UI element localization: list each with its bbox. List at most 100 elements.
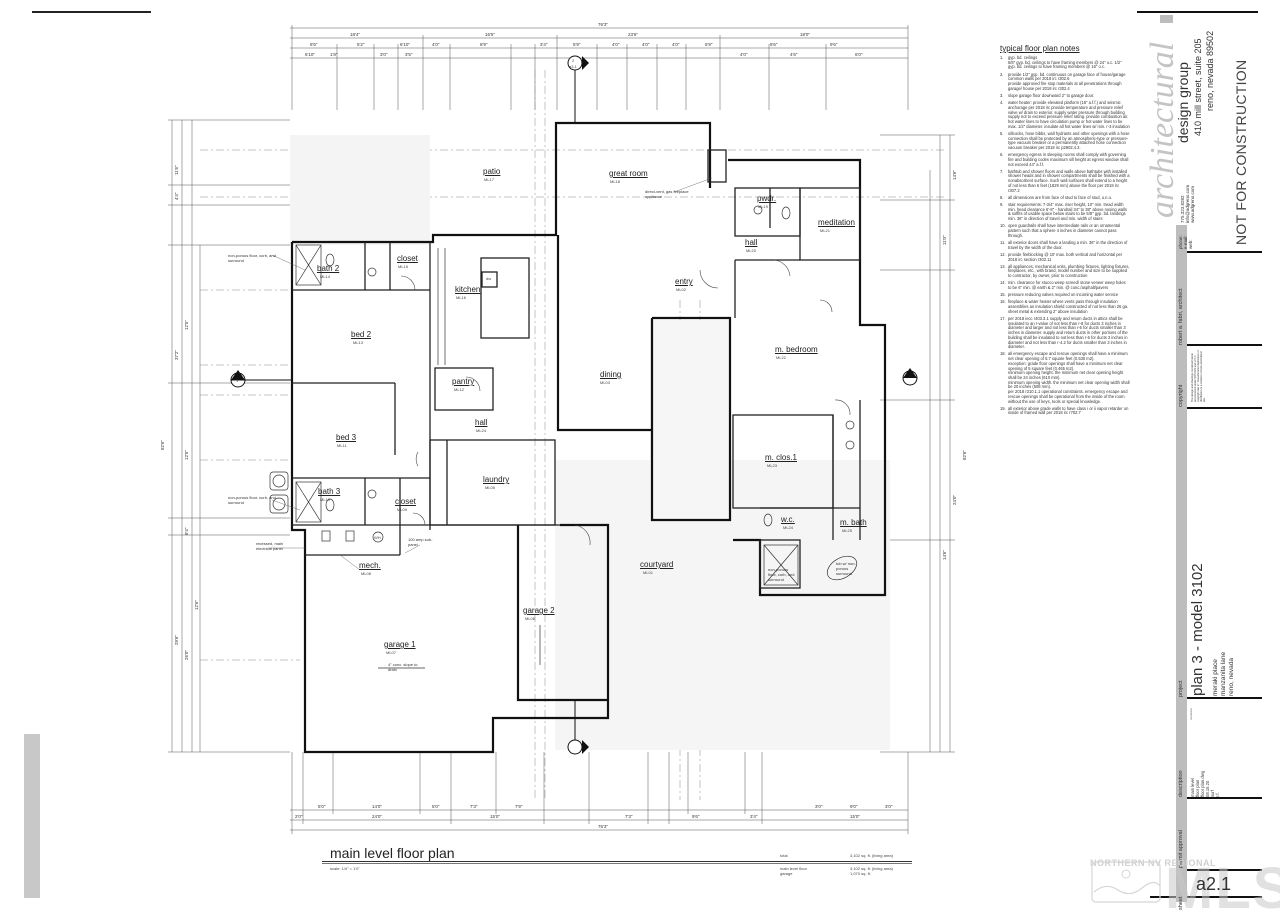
patio-hatch (290, 135, 430, 245)
sheet-number: a2.1 (1196, 874, 1232, 894)
room-code: ML06 (525, 616, 536, 621)
room-code: ML20 (746, 248, 757, 253)
right-overall-dim: 82'6" (962, 450, 967, 460)
gallery-hatch (650, 320, 730, 520)
room-code: ML21 (820, 228, 831, 233)
area-total-value: 3,102 sq. ft. (living area) (850, 853, 893, 858)
note-number: 11. (1000, 239, 1006, 245)
room-code: ML24 (783, 525, 794, 530)
bottom-dim-r2-2: 24'0" (372, 814, 382, 819)
fireplace-callout: direct-vent, gas fireplace appliance (645, 189, 689, 199)
contact-web[interactable]: www.adgreno.com (1190, 185, 1195, 223)
title-underline-2 (322, 863, 912, 864)
room-code: ML02 (676, 287, 687, 292)
top-dim-1: 18'4" (350, 32, 360, 37)
title-underline (322, 861, 912, 862)
note-text: min. clearance for stucco weep screed/ s… (1008, 280, 1126, 291)
note-number: 10. (1000, 223, 1006, 229)
left-dim-5: 12'5" (184, 320, 189, 330)
left-dimension-lines (168, 119, 290, 753)
title-block-rules (1137, 11, 1262, 898)
note-number: 12. (1000, 251, 1006, 257)
room-code: ML24 (476, 428, 487, 433)
title-block-top-tab (1160, 15, 1173, 23)
left-dim-8: 26'0" (184, 650, 189, 660)
left-dim-2: 4'4" (174, 192, 179, 200)
note-item: 6.emergency egress in sleeping rooms sha… (1000, 152, 1130, 167)
room-code: ML17 (484, 177, 495, 182)
room-code: ML19 (758, 204, 769, 209)
callout-leaders (268, 177, 713, 571)
room-patio: patio (483, 167, 501, 176)
exterior-walls (290, 121, 887, 754)
left-dim-7: 8'4" (184, 527, 189, 535)
overall-width-dim: 76'3" (598, 22, 608, 27)
note-number: 14. (1000, 280, 1006, 286)
left-dim-9: 12'6" (194, 600, 199, 610)
top-dim-r2-3: 6'10" (400, 42, 410, 47)
room-m-clos-1: m. clos.1 (765, 453, 798, 462)
room-entry: entry (675, 277, 693, 286)
bottom-overall-dim: 76'3" (598, 824, 608, 829)
top-dim-r2-6: 3'4" (540, 42, 548, 47)
bottom-dim-2: 14'0" (372, 804, 382, 809)
fixtures (269, 205, 858, 669)
top-dim-r3-5: 4'0" (740, 52, 748, 57)
room-closet-2: closet (395, 497, 416, 506)
firm-address-1: 410 mill street, suite 205 (1193, 38, 1203, 136)
room-code: ML10 (320, 497, 331, 502)
door-swings (400, 259, 851, 546)
architect-name: robert a. fabri, architect (1178, 288, 1184, 345)
project-title: plan 3 - model 3102 (1189, 563, 1206, 696)
slope-callout-1: 4" conc. slope to drain (388, 662, 418, 672)
room-meditation: meditation (818, 218, 855, 227)
top-dim-r2-7: 5'9" (573, 42, 581, 47)
note-item: 10.open guardrails shall have intermedia… (1000, 223, 1130, 238)
top-dim-r3-1: 6'10" (305, 52, 315, 57)
note-text: slope garage floor downward 2" to garage… (1008, 92, 1095, 98)
note-item: 5.sillcocks, hose bibbs, wall hydrants a… (1000, 131, 1130, 151)
top-dim-r2-1: 8'6" (310, 42, 318, 47)
interior-walls (292, 149, 861, 589)
left-margin-bar (24, 734, 40, 898)
project-label: project (1178, 680, 1184, 697)
note-text: provide 1/2" gyp. bd. continuous on gara… (1008, 71, 1126, 91)
drawing-scale: scale: 1/4" = 1'0" (330, 866, 360, 871)
top-dim-r2-13: 9'6" (830, 42, 838, 47)
top-dim-3: 23'6" (628, 32, 638, 37)
top-dim-r2-11: 5'9" (705, 42, 713, 47)
description-line-6: r.f. (1215, 792, 1220, 797)
area-main-label: main level floor (780, 866, 807, 871)
note-text: bathtub and shower floors and walls abov… (1008, 168, 1130, 193)
bottom-dim-7: 9'0" (850, 804, 858, 809)
room-bath-2: bath 2 (317, 264, 340, 273)
notes-title: typical floor plan notes (1000, 44, 1080, 53)
note-text: emergency egress in sleeping rooms shall… (1008, 152, 1129, 167)
right-dim-2: 11'0" (942, 235, 947, 245)
note-text: per 2018 iecc r403.3.1 supply and return… (1008, 316, 1128, 350)
note-number: 13. (1000, 263, 1006, 269)
top-dim-r3-3: 3'0" (380, 52, 388, 57)
water-heater-label: WH (374, 535, 381, 540)
room-code: ML16 (456, 295, 467, 300)
top-dim-r2-10: 4'0" (672, 42, 680, 47)
room-kitchen: kitchen (455, 285, 481, 294)
copyright-label: copyright (1178, 384, 1184, 407)
note-text: all exterior doors shall have a landing … (1008, 239, 1128, 250)
left-dim-1: 11'6" (174, 165, 179, 175)
note-item: 9.stair requirements: 7-3/4" max. riser … (1000, 202, 1130, 222)
note-number: 8. (1000, 194, 1004, 200)
area-total-label: total (780, 853, 788, 858)
room-code: ML03 (600, 380, 611, 385)
room-hall-2: hall (475, 418, 488, 427)
room-code: ML07 (386, 650, 397, 655)
room-code: ML14 (320, 274, 331, 279)
note-number: 3. (1000, 92, 1004, 98)
note-item: 17.per 2018 iecc r403.3.1 supply and ret… (1000, 316, 1130, 350)
bottom-dim-1: 5'0" (318, 804, 326, 809)
nonporous-callout-2: non-porous floor, curb, and surround (228, 495, 276, 505)
top-dim-r2-2: 5'2" (357, 42, 365, 47)
room-courtyard: courtyard (640, 560, 674, 569)
room-mech: mech. (359, 561, 381, 570)
note-item: 12.provide fireblocking @ 10' max. both … (1000, 251, 1130, 262)
